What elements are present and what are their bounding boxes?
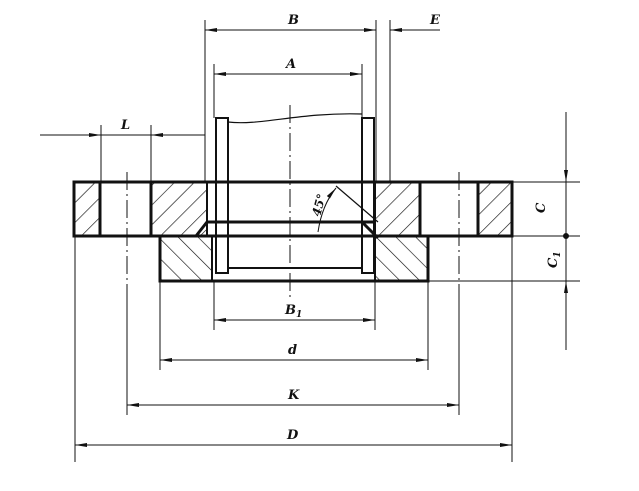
angle-arc <box>317 187 337 233</box>
label-B: B <box>287 13 299 28</box>
pipe <box>194 113 380 274</box>
label-C1: C1 <box>546 251 563 268</box>
label-D: D <box>286 428 299 443</box>
label-K: K <box>287 388 300 403</box>
label-E: E <box>429 13 441 28</box>
label-C: C <box>534 202 549 213</box>
flange-hub <box>158 236 430 283</box>
flange-plate <box>72 180 514 238</box>
label-L: L <box>120 118 130 133</box>
dimension-lines <box>40 28 569 447</box>
label-A: A <box>284 57 296 72</box>
label-d: d <box>288 343 297 358</box>
extension-lines <box>74 20 580 462</box>
label-angle: 45° <box>309 192 328 218</box>
label-B1: B1 <box>284 303 302 320</box>
